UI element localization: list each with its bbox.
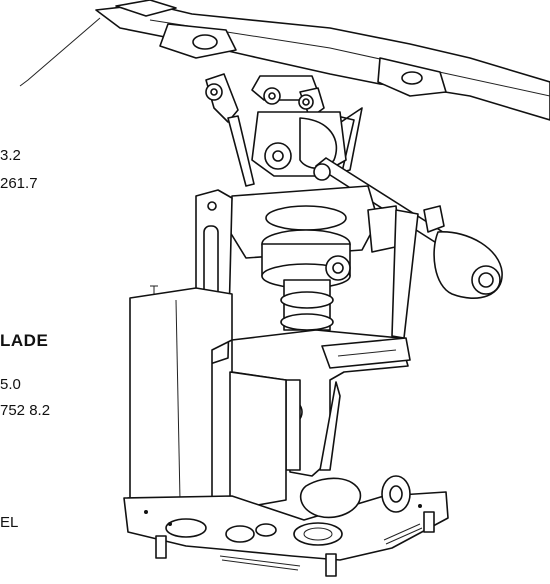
rotor-blade-assembly (19, 0, 550, 121)
label-partial-3: 5.0 (0, 376, 21, 393)
label-partial-2: 261.7 (0, 175, 38, 192)
label-partial-4: 752 8.2 (0, 402, 51, 419)
label-partial-1: 3.2 (0, 147, 21, 164)
main-shaft (280, 279, 334, 331)
lower-frame (129, 287, 411, 519)
label-partial-5: EL (0, 514, 19, 531)
base-plate (123, 475, 449, 577)
swashplate (229, 185, 419, 339)
label-partial-heading: LADE (0, 331, 49, 350)
